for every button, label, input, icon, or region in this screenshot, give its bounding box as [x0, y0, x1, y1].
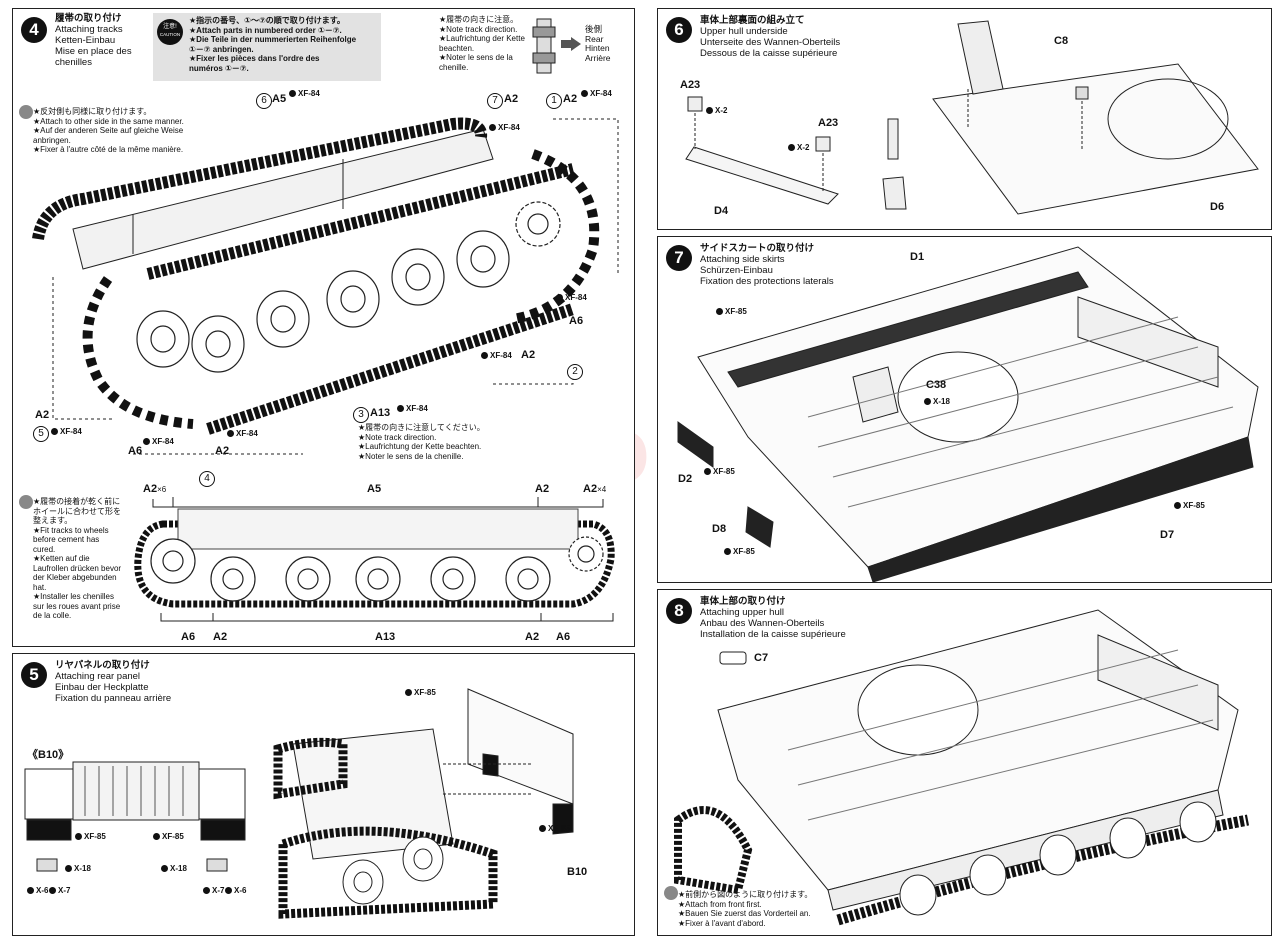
label-d6: D6	[1210, 201, 1225, 213]
paint-xf84: XF-84	[581, 89, 612, 98]
label-c38: C38	[926, 379, 947, 391]
paint-x6: X-6	[27, 886, 48, 895]
order-4: 4	[199, 471, 215, 487]
step-number: 4	[21, 17, 47, 43]
track-side-view	[134, 497, 615, 622]
label-a2: A2	[525, 631, 540, 643]
rear-panel-detail	[24, 688, 574, 919]
attention-icon	[19, 105, 33, 119]
paint-xf85: XF-85	[716, 307, 747, 316]
step-number: 8	[666, 598, 692, 624]
label-a13: A13	[370, 407, 391, 419]
order-6: 6	[256, 93, 272, 109]
label-a2-x4: A2×4	[583, 483, 607, 495]
order-2: 2	[567, 364, 583, 380]
order-7: 7	[487, 93, 503, 109]
step-8-panel: 8 車体上部の取り付け Attaching upper hull Anbau d…	[657, 589, 1272, 936]
note-track-direction: ★履帯の向きに注意してください。★Note track direction. ★…	[358, 423, 485, 461]
label-a6: A6	[181, 631, 196, 643]
paint-xf85: XF-85	[539, 824, 570, 833]
paint-xf85: XF-85	[405, 688, 436, 697]
step-7-panel: 7 サイドスカートの取り付け Attaching side skirts Sch…	[657, 236, 1272, 583]
paint-x18: X-18	[65, 864, 91, 873]
label-a2: A2	[504, 93, 519, 105]
paint-xf84: XF-84	[289, 89, 320, 98]
step-title: 履帯の取り付け Attaching tracks Ketten-Einbau M…	[55, 13, 132, 68]
attention-icon	[664, 886, 678, 900]
front-first-note: ★前側から図のように取り付けます。★Attach from front firs…	[678, 890, 813, 928]
step-title: 車体上部の取り付け Attaching upper hull Anbau des…	[700, 596, 846, 640]
track-link-icon	[532, 18, 556, 74]
paint-x18: X-18	[161, 864, 187, 873]
paint-xf84: XF-84	[51, 427, 82, 436]
order-1: 1	[546, 93, 562, 109]
step-6-panel: 6 車体上部裏面の組み立て Upper hull underside Unter…	[657, 8, 1272, 230]
paint-x18: X-18	[924, 397, 950, 406]
step-title: サイドスカートの取り付け Attaching side skirts Schür…	[700, 243, 834, 287]
upper-hull-illustration	[674, 609, 1250, 926]
caution-icon: 注意! CAUTION	[157, 19, 183, 45]
track-direction-note: ★履帯の向きに注意。★Note track direction. ★Laufri…	[439, 15, 525, 72]
step-number: 7	[666, 245, 692, 271]
label-d1: D1	[910, 251, 925, 263]
order-5: 5	[33, 426, 49, 442]
paint-x7: X-7	[203, 886, 224, 895]
label-a6: A6	[569, 315, 584, 327]
step-number: 5	[21, 662, 47, 688]
paint-x2: X-2	[706, 106, 727, 115]
label-a13: A13	[375, 631, 396, 643]
label-a5: A5	[367, 483, 382, 495]
paint-xf85: XF-85	[724, 547, 755, 556]
paint-xf84: XF-84	[489, 123, 520, 132]
side-skirts-illustration	[677, 246, 1259, 582]
paint-x7: X-7	[49, 886, 70, 895]
label-c8: C8	[1054, 35, 1069, 47]
paint-xf85: XF-85	[153, 832, 184, 841]
label-a6: A6	[128, 445, 143, 457]
paint-xf85: XF-85	[75, 832, 106, 841]
label-b10: B10	[567, 866, 588, 878]
paint-x6: X-6	[225, 886, 246, 895]
step-4-panel: 4 履帯の取り付け Attaching tracks Ketten-Einbau…	[12, 8, 635, 647]
step-title: リヤパネルの取り付け Attaching rear panel Einbau d…	[55, 660, 172, 704]
label-a5: A5	[272, 93, 287, 105]
attention-icon	[19, 495, 33, 509]
track-assembly-illustration	[32, 117, 619, 455]
paint-xf84: XF-84	[556, 293, 587, 302]
caution-box: 注意! CAUTION ★指示の番号、①～⑦の順で取り付けます。★Attach …	[153, 13, 381, 81]
label-d4: D4	[714, 205, 729, 217]
paint-xf84: XF-84	[481, 351, 512, 360]
b10-title: 《B10》	[27, 749, 70, 761]
label-a2: A2	[535, 483, 550, 495]
paint-x2: X-2	[788, 143, 809, 152]
paint-xf84: XF-84	[397, 404, 428, 413]
fit-tracks-note: ★履帯の接着が乾く前にホイールに合わせて形を 整えます。★Fit tracks …	[33, 497, 122, 620]
label-a2: A2	[521, 349, 536, 361]
step-5-panel: 5 リヤパネルの取り付け Attaching rear panel Einbau…	[12, 653, 635, 936]
paint-xf85: XF-85	[1174, 501, 1205, 510]
label-a2: A2	[215, 445, 230, 457]
label-a2-x6: A2×6	[143, 483, 167, 495]
label-d8: D8	[712, 523, 727, 535]
label-a23: A23	[818, 117, 839, 129]
step-number: 6	[666, 17, 692, 43]
label-a23: A23	[680, 79, 701, 91]
label-a2: A2	[35, 409, 50, 421]
paint-xf84: XF-84	[227, 429, 258, 438]
label-a2: A2	[563, 93, 578, 105]
label-a2: A2	[213, 631, 228, 643]
label-a6: A6	[556, 631, 571, 643]
other-side-note: ★反対側も同様に取り付けます。★Attach to other side in …	[33, 107, 184, 154]
hull-underside-illustration	[685, 20, 1259, 215]
rear-arrow-icon	[561, 37, 581, 51]
step-title: 車体上部裏面の組み立て Upper hull underside Unterse…	[700, 15, 841, 59]
label-d7: D7	[1160, 529, 1175, 541]
label-c7: C7	[754, 652, 769, 664]
paint-xf84: XF-84	[143, 437, 174, 446]
paint-xf85: XF-85	[704, 467, 735, 476]
label-d2: D2	[678, 473, 693, 485]
order-3: 3	[353, 407, 369, 423]
